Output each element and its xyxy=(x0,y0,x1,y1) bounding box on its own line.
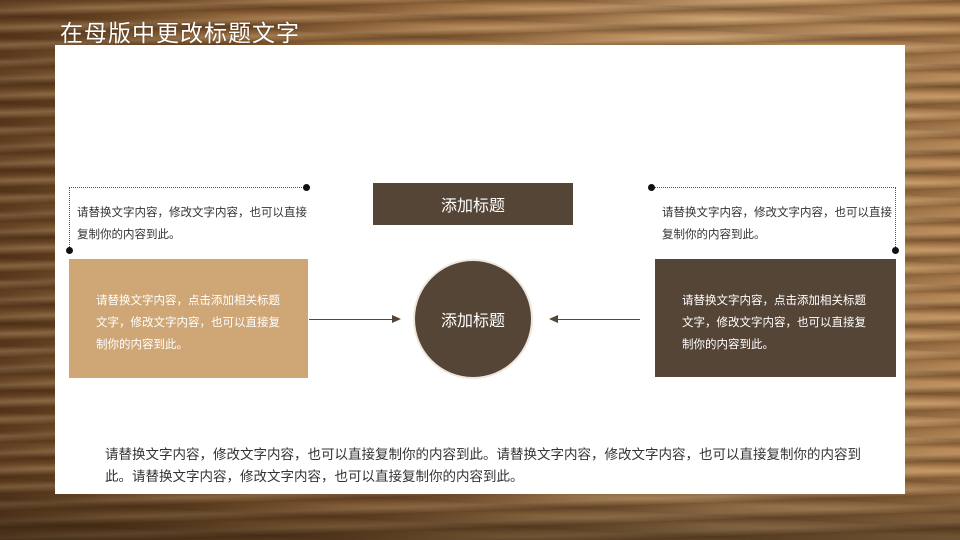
right-note-text: 请替换文字内容，修改文字内容，也可以直接复制你的内容到此。 xyxy=(662,205,892,241)
left-arrow-line xyxy=(309,319,393,320)
center-circle-label: 添加标题 xyxy=(440,311,505,330)
right-card-text: 请替换文字内容，点击添加相关标题文字，修改文字内容，也可以直接复制你的内容到此。 xyxy=(682,293,866,351)
title-bar: 添加标题 xyxy=(373,183,573,225)
footer-paragraph: 请替换文字内容，修改文字内容，也可以直接复制你的内容到此。请替换文字内容，修改文… xyxy=(105,447,861,485)
left-card: 请替换文字内容，点击添加相关标题文字，修改文字内容，也可以直接复制你的内容到此。 xyxy=(69,259,308,378)
left-note-text: 请替换文字内容，修改文字内容，也可以直接复制你的内容到此。 xyxy=(77,205,307,241)
center-circle: 添加标题 xyxy=(415,261,531,377)
arrow-right-icon xyxy=(392,315,401,323)
left-note-dotted-frame xyxy=(69,187,306,251)
slide-title: 在母版中更改标题文字 xyxy=(60,21,300,47)
arrow-left-icon xyxy=(549,315,558,323)
right-note-dot-top xyxy=(648,184,655,191)
left-note-dot-top xyxy=(303,184,310,191)
title-bar-label: 添加标题 xyxy=(440,196,505,215)
left-card-text: 请替换文字内容，点击添加相关标题文字，修改文字内容，也可以直接复制你的内容到此。 xyxy=(96,293,280,351)
left-note-dot-bottom xyxy=(66,247,73,254)
right-card: 请替换文字内容，点击添加相关标题文字，修改文字内容，也可以直接复制你的内容到此。 xyxy=(655,259,896,377)
right-note-dot-bottom xyxy=(892,247,899,254)
right-arrow-line xyxy=(557,319,640,320)
right-note-dotted-frame xyxy=(651,187,896,251)
